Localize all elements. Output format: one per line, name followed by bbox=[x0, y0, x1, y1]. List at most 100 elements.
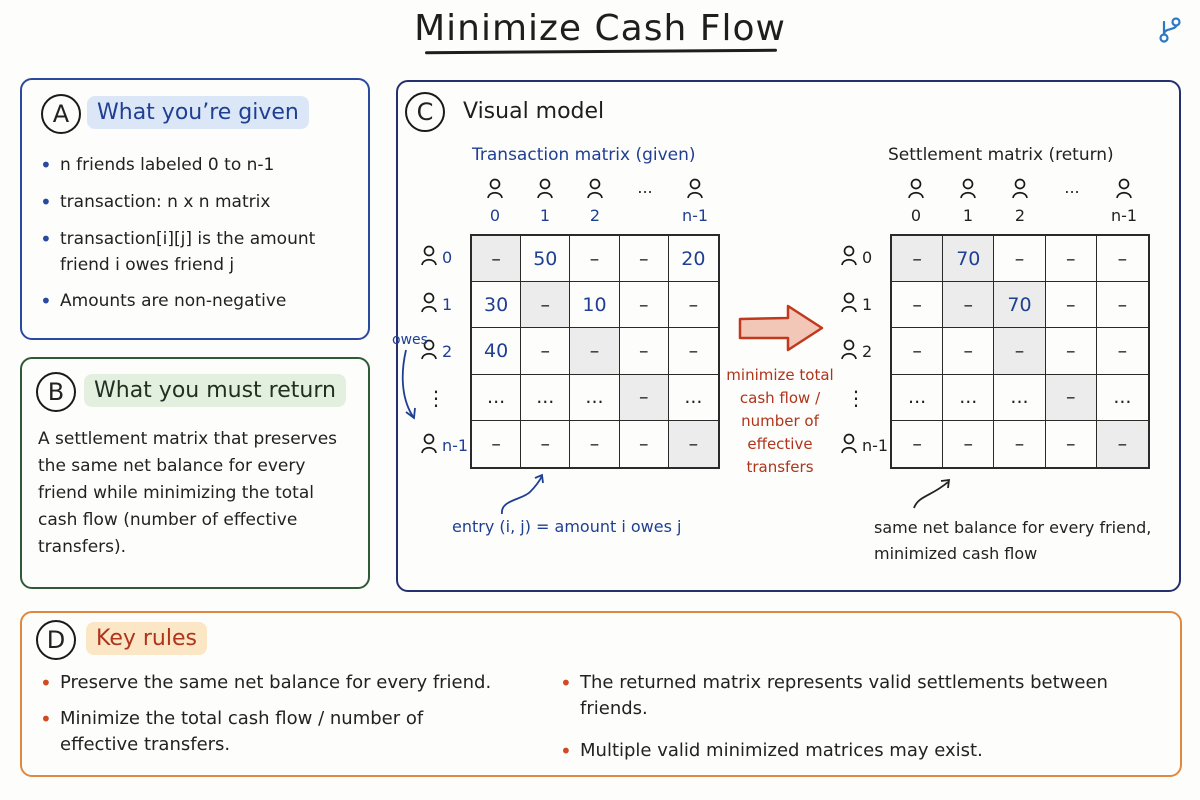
column-header: 2 bbox=[570, 178, 620, 225]
given-item: transaction: n x n matrix bbox=[36, 189, 356, 215]
owes-label: owes bbox=[392, 332, 428, 348]
person-icon bbox=[421, 433, 437, 453]
row-header: 0 bbox=[840, 245, 872, 271]
right-matrix-cell: ... bbox=[892, 374, 944, 421]
minimize-line: transfers bbox=[746, 458, 814, 476]
left-matrix-cell: 10 bbox=[570, 282, 620, 329]
given-item: transaction[i][j] is the amount friend i… bbox=[36, 226, 330, 278]
person-icon bbox=[420, 245, 438, 271]
right-matrix-cell: – bbox=[943, 328, 995, 375]
left-matrix-cell: – bbox=[668, 282, 718, 329]
left-matrix-cell: 40 bbox=[472, 328, 522, 375]
person-icon bbox=[841, 339, 857, 359]
person-icon bbox=[841, 245, 857, 265]
row-header-label: 0 bbox=[862, 248, 873, 267]
rule-item: Multiple valid minimized matrices may ex… bbox=[556, 738, 1166, 764]
column-header-label: 0 bbox=[910, 206, 922, 225]
column-header: 2 bbox=[995, 178, 1045, 225]
left-matrix-cell: – bbox=[619, 282, 669, 329]
right-matrix-cell: – bbox=[1096, 236, 1148, 283]
row-header: ⋮ bbox=[840, 386, 866, 410]
right-matrix-cell: – bbox=[943, 420, 995, 467]
row-header: n-1 bbox=[840, 433, 888, 459]
page-title: Minimize Cash Flow bbox=[414, 8, 786, 49]
right-matrix-cell: – bbox=[892, 328, 944, 375]
row-header-label: ⋮ bbox=[846, 385, 866, 410]
row-header-label: n-1 bbox=[862, 436, 889, 455]
person-icon bbox=[841, 292, 857, 312]
row-header-label: n-1 bbox=[442, 436, 469, 455]
person-icon bbox=[687, 178, 703, 199]
person-icon bbox=[470, 178, 520, 204]
left-matrix-cell: – bbox=[570, 328, 620, 375]
person-icon bbox=[670, 178, 720, 204]
minimize-line: effective bbox=[747, 435, 813, 453]
person-icon bbox=[1012, 178, 1028, 199]
entry-note: entry (i, j) = amount i owes j bbox=[452, 517, 682, 536]
column-header: n-1 bbox=[670, 178, 720, 225]
right-matrix-cell: – bbox=[1096, 420, 1148, 467]
settlement-note-line: minimized cash flow bbox=[874, 544, 1038, 563]
person-icon bbox=[840, 292, 858, 318]
rule-item: Preserve the same net balance for every … bbox=[36, 670, 506, 696]
rule-item: The returned matrix represents valid set… bbox=[556, 670, 1166, 722]
person-icon bbox=[943, 178, 993, 204]
settlement-matrix-label: Settlement matrix (return) bbox=[888, 145, 1114, 165]
transaction-matrix-label: Transaction matrix (given) bbox=[472, 145, 696, 165]
right-matrix-cell: – bbox=[1045, 282, 1097, 329]
settlement-matrix: –70–––––70–––––––.........–...––––– bbox=[890, 234, 1150, 469]
minimize-line: cash flow / bbox=[739, 389, 821, 407]
left-matrix-cell: ... bbox=[472, 374, 522, 421]
panel-visual-heading: Visual model bbox=[463, 99, 605, 124]
person-icon bbox=[520, 178, 570, 204]
left-matrix-cell: – bbox=[620, 420, 669, 467]
minimize-line: number of bbox=[741, 412, 819, 430]
left-matrix-cell: – bbox=[570, 236, 620, 283]
person-icon bbox=[421, 245, 437, 265]
person-icon bbox=[840, 339, 858, 365]
row-header-label: 1 bbox=[862, 295, 873, 314]
person-icon bbox=[1099, 178, 1149, 204]
minimize-explanation: minimize total cash flow / number of eff… bbox=[725, 364, 835, 479]
right-matrix-cell: – bbox=[943, 282, 995, 329]
left-matrix-cell: – bbox=[521, 420, 571, 467]
branch-icon[interactable] bbox=[1156, 16, 1184, 44]
person-icon bbox=[421, 292, 437, 312]
left-matrix-cell: – bbox=[619, 328, 669, 375]
column-header-label: ... bbox=[1064, 178, 1080, 197]
column-header-label: 1 bbox=[962, 206, 974, 225]
row-header-label: 0 bbox=[442, 248, 453, 267]
owes-arrow-icon bbox=[401, 349, 416, 420]
person-icon bbox=[420, 292, 438, 318]
row-header-label: 1 bbox=[442, 295, 453, 314]
left-matrix-cell: – bbox=[472, 236, 522, 283]
right-matrix-cell: – bbox=[994, 420, 1046, 467]
panel-given bbox=[20, 78, 370, 340]
right-matrix-cell: ... bbox=[1096, 375, 1148, 421]
right-matrix-cell: ... bbox=[943, 374, 995, 421]
left-matrix-cell: – bbox=[521, 328, 571, 375]
person-icon bbox=[908, 178, 924, 199]
left-matrix-cell: 20 bbox=[668, 236, 718, 283]
right-matrix-cell: – bbox=[1096, 328, 1148, 375]
given-list: n friends labeled 0 to n-1 transaction: … bbox=[36, 152, 356, 314]
minimize-line: minimize total bbox=[726, 366, 834, 384]
row-header-label: ⋮ bbox=[426, 385, 446, 410]
rules-left-list: Preserve the same net balance for every … bbox=[36, 670, 506, 758]
person-icon bbox=[891, 178, 941, 204]
person-icon bbox=[1116, 178, 1132, 199]
left-matrix-cell: 30 bbox=[472, 282, 522, 329]
right-matrix-cell: – bbox=[1045, 236, 1097, 283]
column-header: n-1 bbox=[1099, 178, 1149, 225]
column-header: 1 bbox=[943, 178, 993, 225]
person-icon bbox=[995, 178, 1045, 204]
row-header: 0 bbox=[420, 245, 452, 271]
column-header: 0 bbox=[470, 178, 520, 225]
column-header-label: n-1 bbox=[1110, 206, 1138, 225]
right-matrix-cell: – bbox=[1096, 282, 1148, 329]
right-matrix-cell: – bbox=[892, 282, 944, 329]
row-header: 1 bbox=[420, 292, 452, 318]
person-icon bbox=[587, 178, 603, 199]
title-underline bbox=[424, 48, 778, 55]
